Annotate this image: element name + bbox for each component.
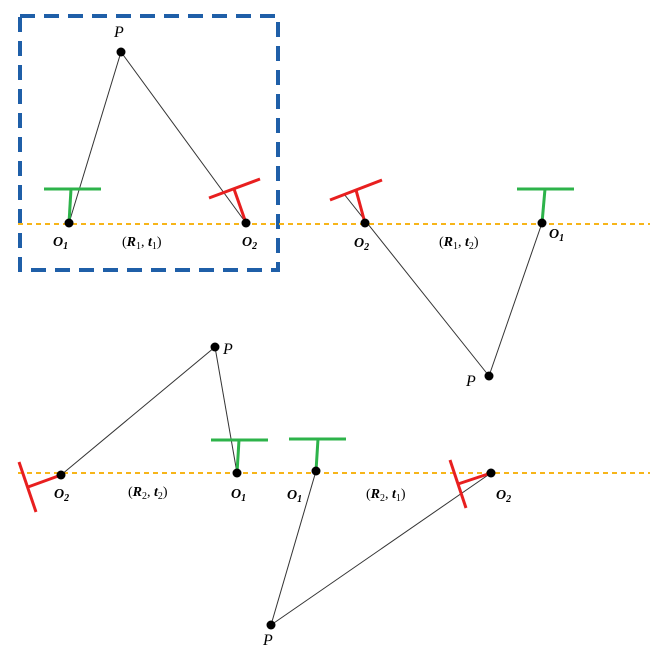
center-o2 [56, 470, 66, 480]
camera-2-plane [208, 177, 261, 200]
label-o2: O2 [242, 235, 257, 252]
label-p: P [262, 632, 273, 649]
center-o2 [241, 218, 251, 228]
transform-label: (R2, t2) [128, 485, 168, 502]
center-o1 [64, 218, 74, 228]
ray-p-o1 [214, 346, 238, 474]
camera-2-axis [27, 473, 62, 489]
camera-1-axis [235, 439, 241, 474]
point-p [484, 371, 494, 381]
camera-2-axis [232, 188, 248, 224]
ray-o2-p [60, 346, 216, 476]
panel-2: P O2 O1 (R1, t2) [329, 178, 574, 390]
point-p [116, 47, 126, 57]
center-o2 [360, 218, 370, 228]
label-o1: O1 [53, 235, 68, 252]
panel-4: P O1 O2 (R2, t1) [262, 437, 511, 649]
point-p [266, 620, 276, 630]
camera-2-axis [354, 189, 367, 224]
camera-1-axis [314, 438, 320, 472]
label-o1: O1 [231, 487, 246, 504]
camera-1-axis [67, 188, 73, 224]
center-o1 [537, 218, 547, 228]
label-p: P [113, 24, 124, 41]
transform-label: (R1, t2) [439, 235, 479, 252]
label-o2: O2 [54, 487, 69, 504]
ray-p-o2 [120, 51, 247, 224]
camera-1-axis [540, 188, 547, 224]
label-o1: O1 [549, 227, 564, 244]
label-o2: O2 [496, 488, 511, 505]
center-o1 [232, 468, 242, 478]
point-p [210, 342, 220, 352]
ray-o1-p [270, 470, 317, 626]
ray-o1-p [68, 51, 122, 224]
camera-2-axis [457, 471, 492, 486]
transform-label: (R1, t1) [122, 235, 162, 252]
highlight-box [18, 14, 280, 272]
center-o2 [486, 468, 496, 478]
panel-1: P O1 O2 (R1, t1) [44, 24, 261, 252]
label-p: P [222, 341, 233, 358]
label-o1: O1 [287, 488, 302, 505]
center-o1 [311, 466, 321, 476]
ray-p-o2 [270, 472, 492, 626]
label-p: P [465, 373, 476, 390]
transform-label: (R2, t1) [366, 487, 406, 504]
ray-p-o1 [488, 222, 543, 377]
panel-3: P O2 O1 (R2, t2) [17, 341, 268, 513]
label-o2: O2 [354, 236, 369, 253]
camera-2-plane [17, 461, 38, 513]
